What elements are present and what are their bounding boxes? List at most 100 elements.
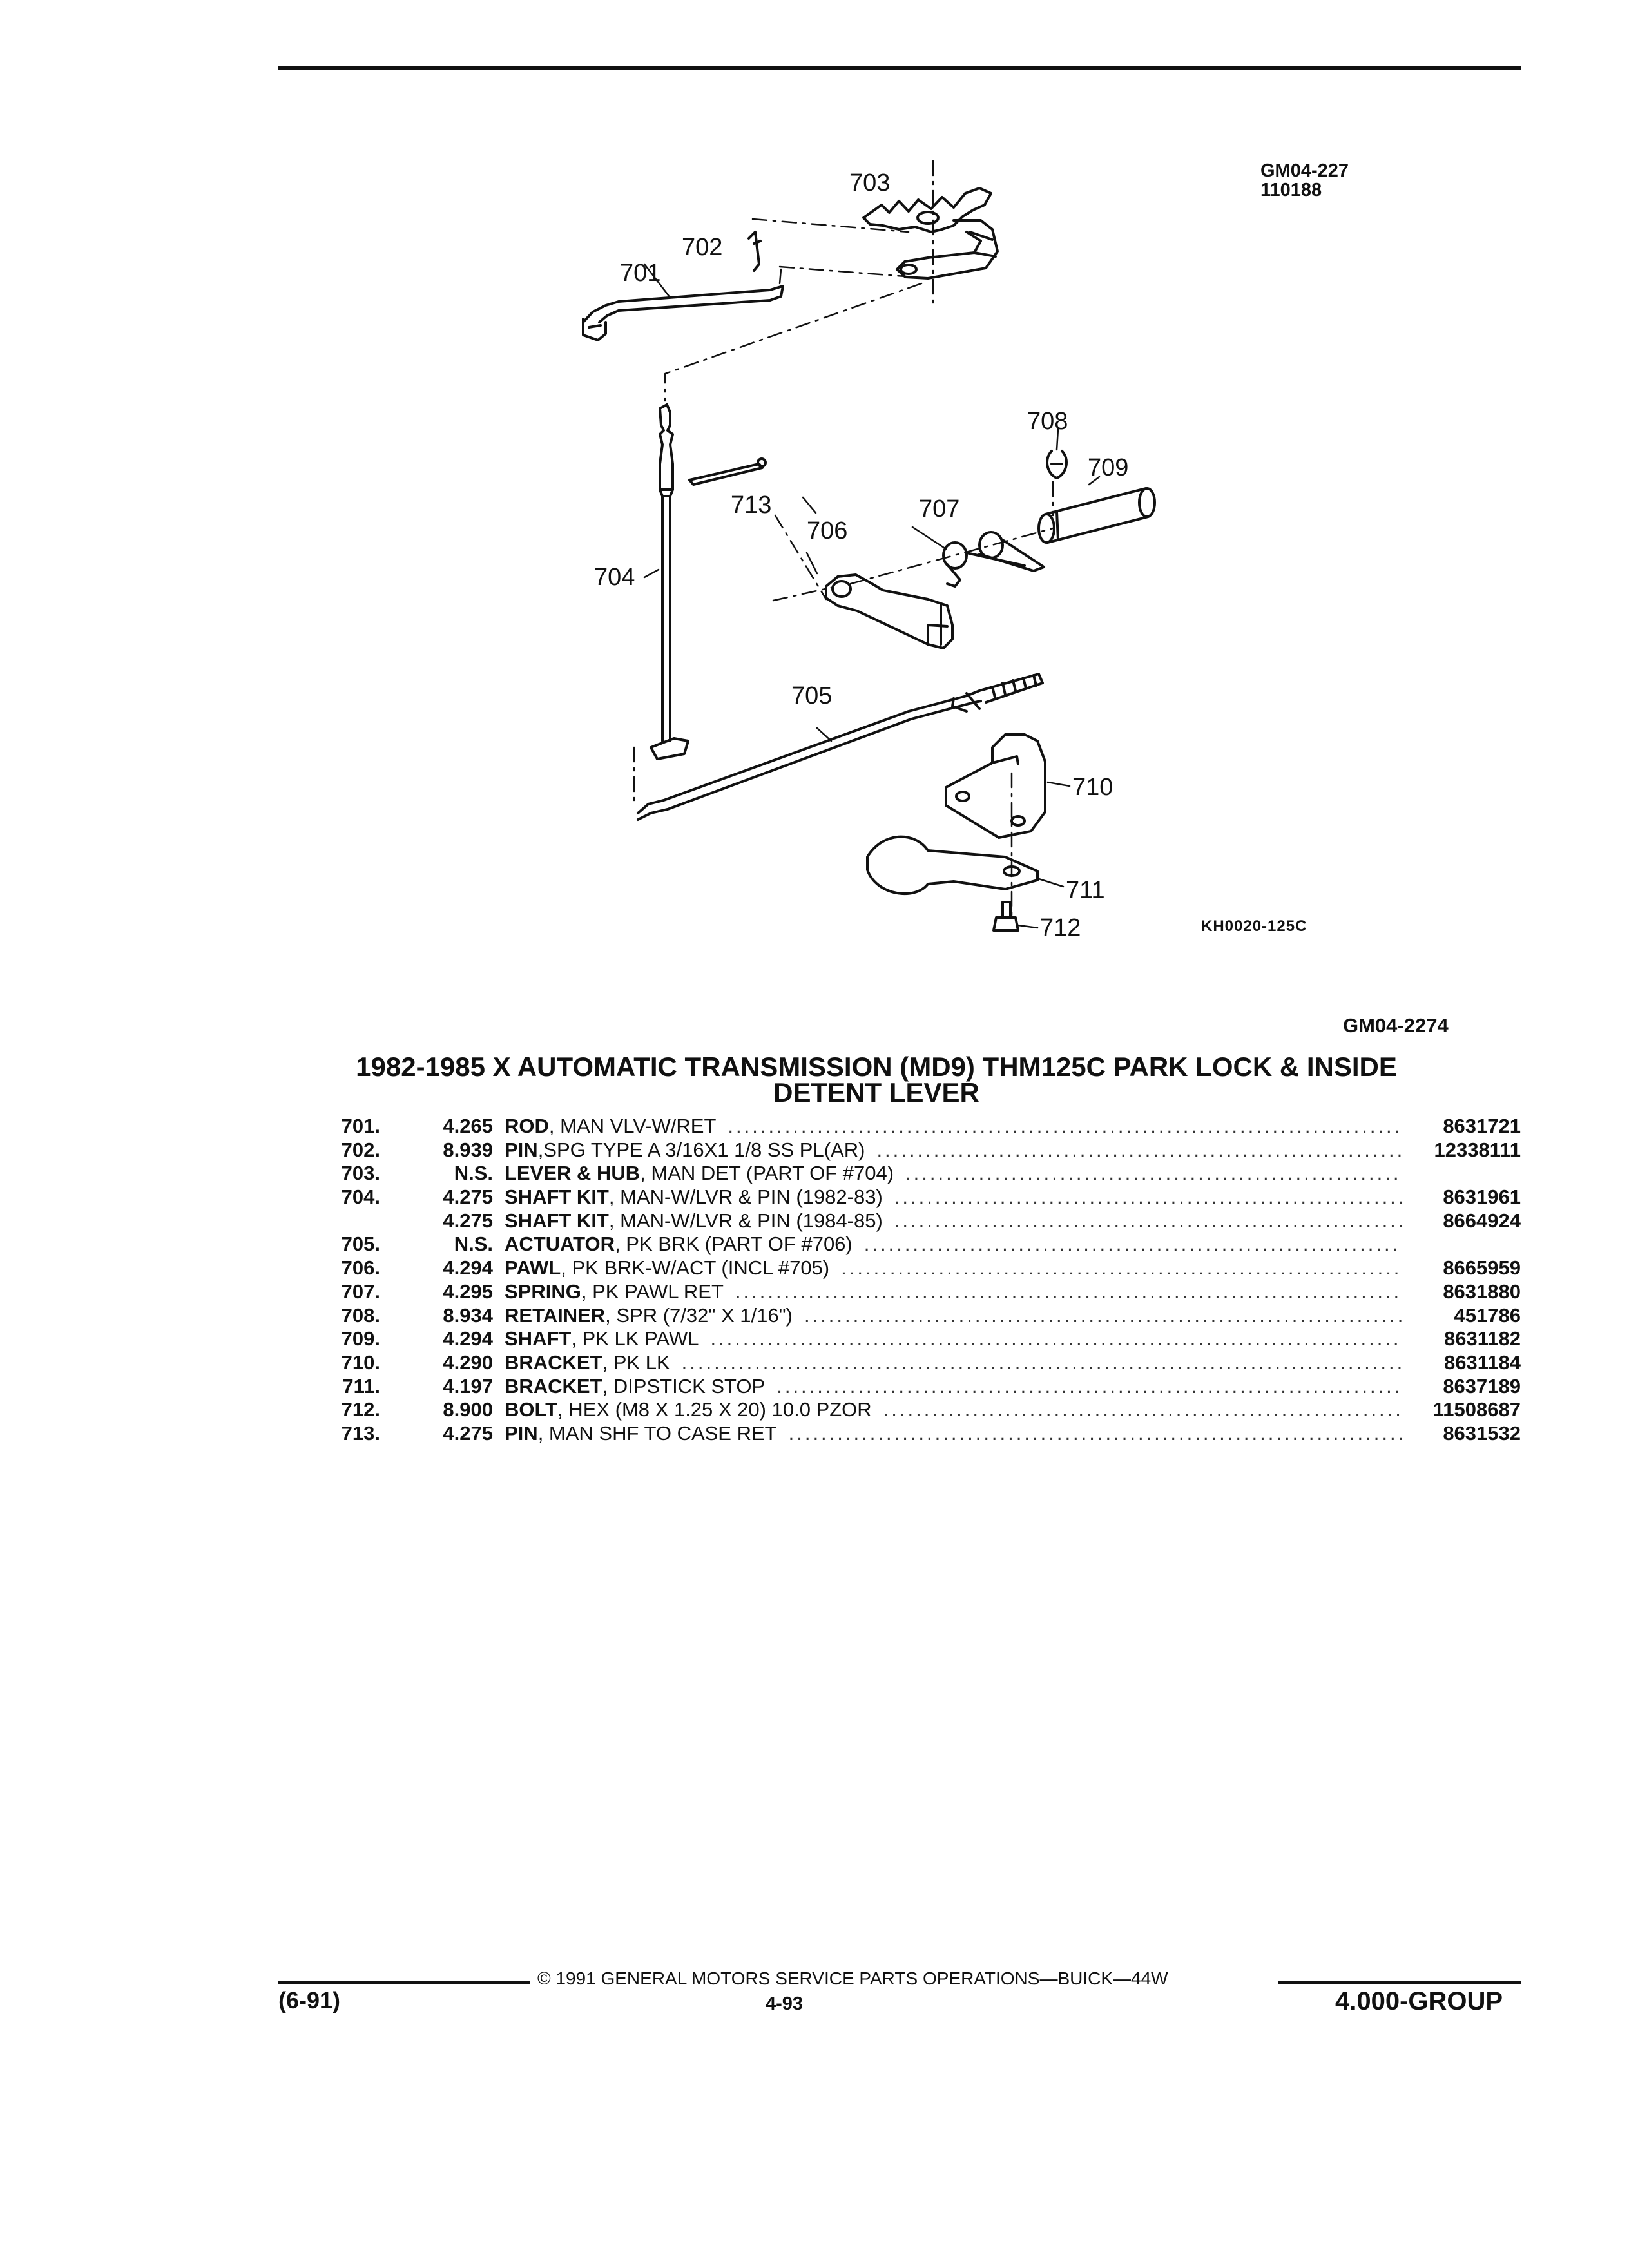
part-description: , MAN DET (PART OF #704) (640, 1162, 894, 1185)
top-rule (278, 66, 1521, 70)
part-707-spring (942, 531, 1045, 588)
part-number: 8631961 (1443, 1186, 1521, 1209)
part-712-bolt (992, 901, 1019, 932)
item-number: 707. (341, 1280, 380, 1303)
group-label: 4.000-GROUP (1335, 1987, 1503, 2015)
dot-leader: ........................................… (788, 1421, 1402, 1445)
dot-leader: ........................................… (710, 1327, 1402, 1350)
part-description: , PK LK PAWL (571, 1327, 699, 1350)
dot-leader: ........................................… (883, 1398, 1402, 1421)
callout-708: 708 (1027, 408, 1068, 435)
item-number: 701. (341, 1115, 380, 1137)
parts-row: 707. 4.295 SPRING, PK PAWL RET............… (322, 1280, 1521, 1304)
part-number: 451786 (1454, 1303, 1521, 1327)
part-name: SPRING (505, 1280, 581, 1303)
part-description: , DIPSTICK STOP (602, 1374, 766, 1398)
parts-row: 709. 4.294 SHAFT, PK LK PAWL..............… (322, 1327, 1521, 1351)
dot-leader: ........................................… (804, 1303, 1402, 1327)
callout-712: 712 (1040, 914, 1081, 941)
callout-709: 709 (1088, 454, 1128, 481)
assembly-center-lines (633, 160, 1054, 916)
part-name: SHAFT (505, 1327, 572, 1350)
group-number: 4.294 (443, 1327, 493, 1350)
part-708-retainer (1046, 450, 1068, 479)
callout-702: 702 (682, 234, 722, 261)
part-706-pawl (825, 573, 954, 649)
part-name: PIN (505, 1138, 538, 1161)
group-number: 4.275 (443, 1209, 493, 1232)
part-number: 8665959 (1443, 1256, 1521, 1280)
part-name: ACTUATOR (505, 1233, 615, 1256)
illustration-id-1: GM04-227 (1260, 160, 1349, 181)
part-number: 8631880 (1443, 1280, 1521, 1303)
part-number: 8631184 (1444, 1350, 1521, 1374)
part-description: , PK PAWL RET (581, 1280, 724, 1303)
item-number: 703. (341, 1162, 380, 1185)
parts-row: 703. N.S. LEVER & HUB, MAN DET (PART OF #7… (322, 1162, 1521, 1186)
part-name: BRACKET (505, 1374, 602, 1398)
part-description: ,SPG TYPE A 3/16X1 1/8 SS PL(AR) (537, 1138, 865, 1161)
group-number: 4.197 (443, 1374, 493, 1398)
part-710-bracket (945, 733, 1046, 839)
item-number: 709. (341, 1327, 380, 1350)
item-number: 702. (341, 1138, 380, 1161)
revision-date: (6-91) (278, 1987, 341, 2013)
part-number: 8631721 (1443, 1115, 1521, 1137)
dot-leader: ........................................… (863, 1233, 1402, 1256)
item-number: 712. (341, 1398, 380, 1421)
part-number: 8637189 (1443, 1374, 1521, 1398)
part-name: RETAINER (505, 1303, 606, 1327)
item-number: 711. (342, 1374, 380, 1398)
section-title-line1: 1982-1985 X AUTOMATIC TRANSMISSION (MD9)… (356, 1052, 1397, 1082)
part-705-actuator (637, 673, 1044, 821)
page-number: 4-93 (766, 1994, 804, 2014)
part-name: BOLT (505, 1398, 558, 1421)
callout-710: 710 (1072, 774, 1113, 801)
part-name: SHAFT KIT (505, 1209, 609, 1232)
group-number: 4.295 (443, 1280, 493, 1303)
group-number: N.S. (454, 1233, 493, 1256)
part-name: LEVER & HUB (505, 1162, 641, 1185)
item-number: 706. (341, 1256, 380, 1280)
group-number: N.S. (454, 1162, 493, 1185)
dot-leader: ........................................… (735, 1280, 1402, 1303)
group-number: 4.265 (443, 1115, 493, 1137)
dot-leader: ........................................… (905, 1162, 1402, 1185)
dot-leader: ........................................… (681, 1350, 1402, 1374)
callout-711: 711 (1066, 877, 1105, 904)
section-title-line2: DETENT LEVER (773, 1077, 979, 1108)
dot-leader: ........................................… (841, 1256, 1402, 1280)
part-description: , MAN VLV-W/RET (548, 1115, 717, 1137)
part-name: PAWL (505, 1256, 561, 1280)
group-number: 4.290 (443, 1350, 493, 1374)
parts-row: 702. 8.939 PIN ,SPG TYPE A 3/16X1 1/8 SS P… (322, 1139, 1521, 1162)
dot-leader: ........................................… (728, 1115, 1402, 1137)
item-number: 713. (341, 1421, 380, 1445)
group-number: 8.939 (443, 1138, 493, 1161)
part-number: 11508687 (1432, 1398, 1521, 1421)
part-description: , MAN SHF TO CASE RET (537, 1421, 777, 1445)
part-description: , SPR (7/32" X 1/16") (605, 1303, 793, 1327)
part-number: 8631182 (1444, 1327, 1521, 1350)
group-number: 8.934 (443, 1303, 493, 1327)
dot-leader: ........................................… (894, 1186, 1402, 1209)
callout-leaders (643, 263, 1101, 929)
part-description: , PK LK (602, 1350, 670, 1374)
callout-704: 704 (594, 564, 635, 591)
part-description: , PK BRK-W/ACT (INCL #705) (561, 1256, 830, 1280)
dot-leader: ........................................… (894, 1209, 1402, 1232)
part-description: , MAN-W/LVR & PIN (1982-83) (608, 1186, 883, 1209)
part-description: , MAN-W/LVR & PIN (1984-85) (608, 1209, 883, 1232)
callout-701: 701 (620, 260, 660, 287)
callout-707: 707 (919, 495, 959, 523)
callout-706: 706 (807, 517, 847, 544)
callout-713: 713 (731, 492, 771, 519)
section-title: 1982-1985 X AUTOMATIC TRANSMISSION (MD9)… (271, 1052, 1482, 1108)
group-number: 8.900 (443, 1398, 493, 1421)
item-number: 705. (341, 1233, 380, 1256)
part-701-rod (582, 285, 784, 341)
item-number: 710. (341, 1350, 380, 1374)
